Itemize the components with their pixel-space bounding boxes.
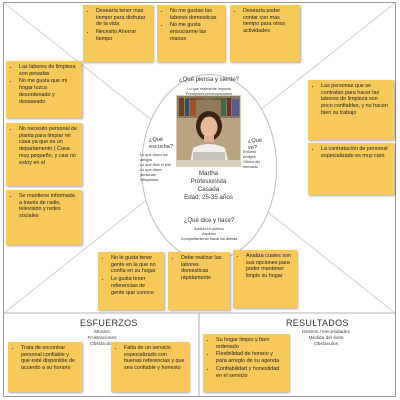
small-labels-right: Entorno Amigos Oferta del mercado <box>243 150 275 170</box>
note-item: Se mantiene informada a través de radio,… <box>19 193 78 220</box>
quadrant-label-hear: ¿Qué escucha? <box>149 137 173 150</box>
small-label: Inquietudes y aspiraciones <box>186 96 232 101</box>
note-left-1: Las labores de limpieza son pesadas No m… <box>6 61 82 118</box>
esfuerzos-note-2: Falta de un servicio especializado con b… <box>111 342 189 392</box>
small-label: Entorno <box>243 150 257 154</box>
note-item: Le gusta tener referencias de gente que … <box>111 276 160 296</box>
note-item: Desearía poder contar con mas tiempo par… <box>243 8 296 35</box>
note-item: Las personas que se contratan para hacer… <box>321 83 390 117</box>
persona-age: Edad: 25-35 años <box>184 194 233 202</box>
note-item: Desearía tener mas tiempo para disfrutar… <box>96 8 149 28</box>
note-left-2: No necesito personal de planta para limp… <box>6 123 82 186</box>
note-item: Trata de encontrar personal confiable y … <box>21 345 78 372</box>
quadrant-label-think-feel: ¿Qué piensa y siente? <box>178 77 240 83</box>
small-label: Lo que dice el jefe <box>140 162 171 167</box>
small-label: Comportamiento hacia los demás <box>180 236 238 241</box>
note-top-2: No me gustan las labores domesticas No m… <box>157 5 225 62</box>
small-label: Amigos <box>243 154 256 159</box>
persona-name: Martha <box>198 170 219 177</box>
small-label: Actitud en público <box>194 227 224 231</box>
map-frame <box>3 2 396 397</box>
resultados-title: RESULTADOS <box>286 318 349 328</box>
note-item: Analiza cuales son sus opciones para pod… <box>246 253 293 280</box>
note-item: Debe realizar las labores domesticas ráp… <box>181 255 226 282</box>
note-bottom-3: Analiza cuales son sus opciones para pod… <box>233 250 297 308</box>
quadrant-label-say-do: ¿Qué dice y hace? <box>183 218 235 224</box>
small-label: Lo que realmente importa <box>187 87 231 91</box>
note-right-1: Las personas que se contratan para hacer… <box>308 80 394 140</box>
note-item: No me gustan las labores domesticas <box>170 8 221 21</box>
note-item: Su hogar limpio y bien ordenado <box>216 337 285 350</box>
subtitle-line: Frustraciones <box>87 335 117 341</box>
note-right-2: La contratación de personal especializad… <box>308 143 394 195</box>
subtitle-line: Medida del éxito <box>308 335 344 341</box>
small-label: Lo que dicen personas influyentes <box>140 167 162 182</box>
resultados-subtitle: Deseos / Necesidades Medida del éxito Ob… <box>293 330 359 348</box>
persona-info: Martha Profesionista Casada Edad: 25-35 … <box>176 170 241 202</box>
resultados-note-1: Su hogar limpio y bien ordenado Flexibil… <box>203 334 289 392</box>
note-bottom-1: No le gusta tener gente en la que no con… <box>98 252 164 310</box>
note-item: Flexibilidad de horario y para arreglo d… <box>216 351 285 364</box>
small-labels-top: Lo que realmente importa Principales pre… <box>176 87 242 102</box>
note-item: Falta de un servicio especializado con b… <box>124 345 185 372</box>
esfuerzos-note-1: Trata de encontrar personal confiable y … <box>8 342 82 392</box>
persona-photo <box>176 95 241 167</box>
note-item: La contratación de personal especializad… <box>321 146 390 159</box>
note-item: Confiabilidad y honestidad en el servici… <box>216 366 285 379</box>
subtitle-line: Miedos <box>94 330 110 335</box>
small-label: Lo que dicen los amigos <box>140 153 168 162</box>
note-item: No me gusta ensuciarme las manos <box>170 22 221 42</box>
small-label: Oferta del mercado <box>243 159 260 169</box>
note-item: Necesito Ahorrar tiempo <box>96 29 149 42</box>
persona-status: Casada <box>197 186 220 194</box>
small-label: Aspecto <box>202 231 216 236</box>
small-labels-left: Lo que dicen los amigos Lo que dice el j… <box>140 153 173 183</box>
subtitle-line: Obstáculos <box>314 341 338 347</box>
note-item: No le gusta tener gente en la que no con… <box>111 255 160 275</box>
note-item: No necesito personal de planta para limp… <box>19 126 78 166</box>
note-left-3: Se mantiene informada a través de radio,… <box>6 190 82 245</box>
note-item: No me gusta que mi hogar luzca desordena… <box>19 78 78 105</box>
note-top-1: Desearía tener mas tiempo para disfrutar… <box>83 5 153 62</box>
subtitle-line: Obstáculos <box>90 341 114 347</box>
persona-occupation: Profesionista <box>190 178 227 186</box>
subtitle-line: Deseos / Necesidades <box>302 330 350 335</box>
note-top-3: Desearía poder contar con mas tiempo par… <box>230 5 300 62</box>
small-labels-bottom: Actitud en público Aspecto Comportamient… <box>172 227 246 242</box>
note-item: Las labores de limpieza son pesadas <box>19 64 78 77</box>
quadrant-label-see: ¿Qué ve? <box>248 138 262 151</box>
note-bottom-2: Debe realizar las labores domesticas ráp… <box>168 252 230 310</box>
small-label: Principales preocupaciones <box>185 91 233 96</box>
esfuerzos-title: ESFUERZOS <box>80 318 138 328</box>
esfuerzos-subtitle: Miedos Frustraciones Obstáculos <box>72 330 132 348</box>
